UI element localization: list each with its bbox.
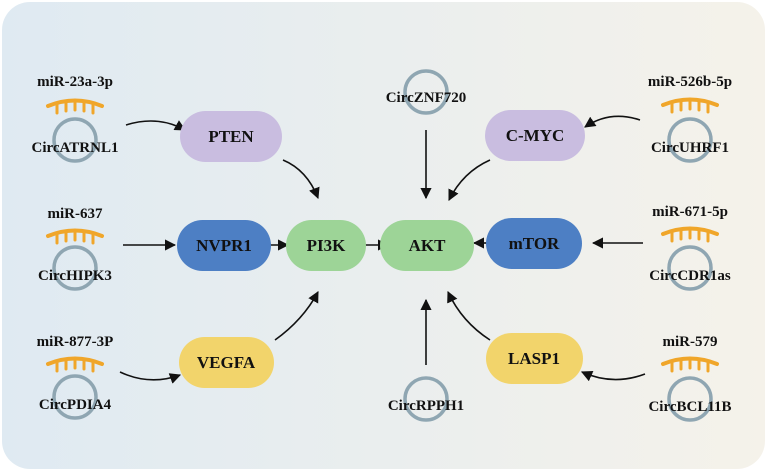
node-pi3k-label: PI3K <box>307 236 347 255</box>
mirna-mir579: miR-579 <box>661 334 719 373</box>
circbcl11b-label: CircBCL11B <box>648 399 731 415</box>
node-lasp1-label: LASP1 <box>508 349 560 368</box>
node-akt-label: AKT <box>409 236 447 255</box>
mirna-icon <box>661 226 719 243</box>
circrna-ring-icon <box>403 376 449 422</box>
circrna-ring-icon <box>52 245 98 291</box>
circrna-ring-icon <box>667 117 713 163</box>
circrna-circpdia4: CircPDIA4 <box>39 374 112 420</box>
circpdia4-label: CircPDIA4 <box>39 397 112 413</box>
arrow-lasp1-akt <box>447 290 491 341</box>
mirna-mir23a: miR-23a-3p <box>37 74 113 115</box>
mirna-mir526b: miR-526b-5p <box>648 74 732 114</box>
mirna-icon <box>661 97 719 114</box>
node-akt: AKT <box>380 220 474 271</box>
circrna-ring-icon <box>52 374 98 420</box>
arrow-circpdia4-vegfa <box>119 371 182 384</box>
circrna-circznf720: CircZNF720 <box>386 69 467 115</box>
circrna-ring-icon <box>403 69 449 115</box>
mirna-icon <box>46 98 104 115</box>
circrna-circcdr1as: CircCDR1as <box>649 245 731 291</box>
circrna-ring-icon <box>667 245 713 291</box>
circrna-circatrnl1: CircATRNL1 <box>32 117 119 163</box>
node-mtor: mTOR <box>486 218 582 269</box>
arrow-circatrnl1-pten <box>125 120 186 131</box>
mirna-mir637: miR-637 <box>46 206 104 245</box>
mirna-mir671: miR-671-5p <box>652 204 728 243</box>
node-pten: PTEN <box>180 111 282 162</box>
mirna-icon <box>661 356 719 373</box>
node-cmyc: C-MYC <box>485 110 585 161</box>
circrna-circhipk3: CircHIPK3 <box>38 245 112 291</box>
mir671-label: miR-671-5p <box>652 204 728 220</box>
mir23a-label: miR-23a-3p <box>37 74 113 90</box>
arrow-vegfa-pi3k <box>274 291 319 341</box>
circrpph1-label: CircRPPH1 <box>388 398 464 414</box>
circrna-circbcl11b: CircBCL11B <box>648 376 732 422</box>
mir637-label: miR-637 <box>48 206 103 222</box>
arrows <box>119 115 646 384</box>
circrna-circrpph1: CircRPPH1 <box>388 376 464 422</box>
mirna-icon <box>46 228 104 245</box>
node-nvpr1: NVPR1 <box>177 220 271 271</box>
mirna-mir877: miR-877-3P <box>37 334 114 373</box>
circatrnl1-label: CircATRNL1 <box>32 140 119 156</box>
arrow-pten-pi3k <box>282 159 320 200</box>
circrna-ring-icon <box>667 376 713 422</box>
mir877-label: miR-877-3P <box>37 334 114 350</box>
node-mtor-label: mTOR <box>509 234 560 253</box>
node-pten-label: PTEN <box>208 127 254 146</box>
circrna-ring-icon <box>52 117 98 163</box>
mirna-icon <box>46 356 104 373</box>
node-vegfa: VEGFA <box>179 337 274 388</box>
node-nvpr1-label: NVPR1 <box>196 236 252 255</box>
arrow-circbcl11b-lasp1 <box>580 371 646 382</box>
circznf720-label: CircZNF720 <box>386 90 467 106</box>
circrna-circuhrf1: CircUHRF1 <box>651 117 729 163</box>
mir579-label: miR-579 <box>663 334 718 350</box>
node-cmyc-label: C-MYC <box>506 126 565 145</box>
circuhrf1-label: CircUHRF1 <box>651 140 729 156</box>
arrow-circuhrf1-cmyc <box>584 115 641 128</box>
node-pi3k: PI3K <box>286 220 366 271</box>
node-vegfa-label: VEGFA <box>197 353 256 372</box>
arrow-cmyc-akt <box>448 159 491 202</box>
mir526b-label: miR-526b-5p <box>648 74 732 90</box>
node-lasp1: LASP1 <box>486 333 583 384</box>
circcdr1as-label: CircCDR1as <box>649 268 731 284</box>
circhipk3-label: CircHIPK3 <box>38 268 112 284</box>
